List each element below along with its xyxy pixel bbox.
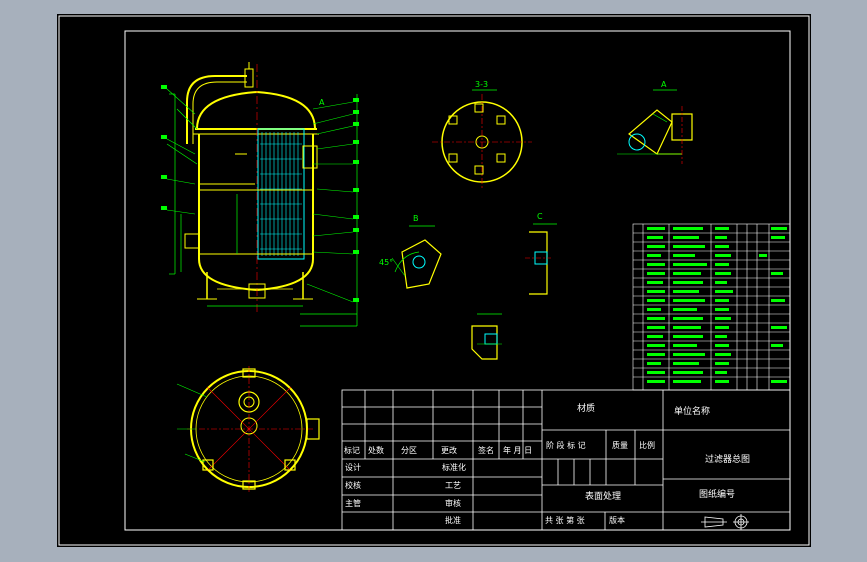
col-date-label: 年 月 日 [503,446,533,455]
plan-view [176,366,320,492]
chief-label: 主管 [345,499,361,508]
review-label: 审核 [445,499,461,508]
design-label: 设计 [345,463,361,472]
check-label: 校核 [345,481,361,490]
col-zone-label: 分区 [401,446,417,455]
material-label: 材质 [577,404,596,414]
section-3-3-view [432,89,532,190]
surface-treatment-label: 表面处理 [585,492,622,502]
detail-a-marker: A [319,98,325,107]
approve-label: 批准 [445,516,461,525]
detail-c-label: C [537,212,543,221]
drawing-number-label: 图纸编号 [699,490,736,500]
col-count-label: 处数 [368,446,384,455]
stage-mark-label: 阶 段 标 记 [546,441,586,450]
drawing-title: 过滤器总图 [705,455,751,465]
version-label: 版本 [609,516,625,525]
detail-a-label: A [661,80,667,89]
col-mark-label: 标记 [344,446,360,455]
unit-name-label: 单位名称 [674,407,711,417]
drawing-frame [124,30,791,531]
outer-border [58,15,810,546]
scale-label: 比例 [639,441,655,450]
parts-list [632,223,791,391]
weight-label: 质量 [612,441,628,450]
col-doc-label: 更改 [441,446,457,455]
detail-b-label: B [413,214,419,223]
detail-b-view [391,225,442,289]
angle-45-label: 45° [379,258,394,267]
process-label: 工艺 [445,481,461,490]
filter-element [257,128,305,260]
projection-symbol-icon [701,514,749,530]
section-3-3-label: 3-3 [475,80,489,89]
detail-a-view [617,89,693,164]
detail-d-view [471,313,502,360]
drawing-sheet: 3-3 A A B C 45° 材质 单位名称 过滤器总图 图纸编号 表面处理 … [57,14,811,547]
col-sign-label: 签名 [478,446,494,455]
parts-list-entries [647,227,787,383]
standardization-label: 标准化 [442,463,466,472]
detail-c-view [525,223,557,295]
cad-drawing [58,15,810,546]
sheets-label: 共 张 第 张 [545,516,585,525]
vessel-elevation [161,62,359,327]
title-block-grid [341,389,791,531]
